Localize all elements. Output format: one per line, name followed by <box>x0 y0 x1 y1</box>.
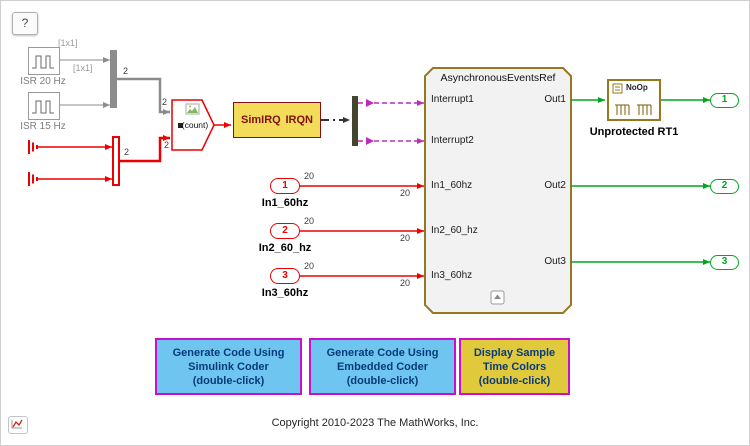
inport-3[interactable]: 3 <box>270 268 300 284</box>
dimension-annotation: 20 <box>304 261 315 271</box>
isr-20hz-block[interactable] <box>28 47 60 75</box>
port-label-out2: Out2 <box>544 180 566 191</box>
inport-2[interactable]: 2 <box>270 223 300 239</box>
outport-2[interactable]: 2 <box>710 179 739 194</box>
ground-block[interactable] <box>28 172 38 186</box>
dimension-annotation: 2 <box>124 147 130 157</box>
image-icon <box>185 103 200 115</box>
button-line: Generate Code Using <box>326 347 439 359</box>
simirq-port-label: IRQN <box>285 114 314 126</box>
rate-transition-icon <box>612 83 652 115</box>
isr-20hz-label: ISR 20 Hz <box>20 76 66 87</box>
port-label-interrupt2: Interrupt2 <box>431 135 474 146</box>
dimension-annotation: [1x1] <box>73 63 93 73</box>
dimension-annotation: 20 <box>400 278 411 288</box>
dimension-annotation: [1x1] <box>58 38 78 48</box>
red-mux-block[interactable] <box>112 136 120 186</box>
simirq-block[interactable]: SimIRQ IRQN <box>233 102 321 138</box>
demux-bar-block[interactable] <box>352 96 358 146</box>
isr-15hz-label: ISR 15 Hz <box>20 121 66 132</box>
gray-signal-wires <box>58 57 170 115</box>
green-signal-wires <box>571 97 710 265</box>
inport-1-label: In1_60hz <box>261 197 309 209</box>
button-line: (double-click) <box>346 375 419 387</box>
noop-label: NoOp <box>626 83 648 92</box>
red-signal-wires <box>38 122 424 279</box>
generate-code-embedded-coder-button[interactable]: Generate Code Using Embedded Coder (doub… <box>309 338 456 395</box>
generate-code-simulink-coder-button[interactable]: Generate Code Using Simulink Coder (doub… <box>155 338 302 395</box>
unprotected-rt1-block[interactable]: NoOp <box>607 79 661 121</box>
pulse-generator-icon <box>32 55 54 69</box>
copyright-text: Copyright 2010-2023 The MathWorks, Inc. <box>271 417 479 429</box>
count-marker-icon <box>178 123 183 128</box>
interrupt-arrow-icon <box>366 99 374 107</box>
display-sample-time-colors-button[interactable]: Display Sample Time Colors (double-click… <box>459 338 570 395</box>
isr-15hz-block[interactable] <box>28 92 60 120</box>
count-label: (count) <box>181 120 209 130</box>
simirq-name: SimIRQ <box>241 114 281 126</box>
inport-2-label: In2_60_hz <box>258 242 312 254</box>
ground-block[interactable] <box>28 140 38 154</box>
outport-1[interactable]: 1 <box>710 93 739 108</box>
dimension-annotation: 20 <box>400 188 411 198</box>
subsystem-title: AsynchronousEventsRef <box>440 72 556 84</box>
pulse-generator-icon <box>32 100 54 114</box>
dimension-annotation: 2 <box>164 140 170 150</box>
dimension-annotation: 20 <box>304 216 315 226</box>
button-line: Generate Code Using <box>172 347 285 359</box>
rt1-label: Unprotected RT1 <box>589 126 679 138</box>
outport-3-number: 3 <box>721 256 728 267</box>
dimension-annotation: 20 <box>400 233 411 243</box>
function-call-generator-block[interactable] <box>171 99 215 151</box>
help-button[interactable]: ? <box>12 12 38 35</box>
outport-2-number: 2 <box>721 180 728 191</box>
button-line: Display Sample <box>473 347 556 359</box>
inport-1-number: 1 <box>282 180 288 191</box>
port-label-in1: In1_60hz <box>431 180 473 191</box>
button-line: Embedded Coder <box>336 361 429 373</box>
asynchronous-events-subsystem-block[interactable] <box>424 67 572 314</box>
mux-block[interactable] <box>110 50 117 108</box>
button-line: Time Colors <box>482 361 547 373</box>
inport-2-number: 2 <box>282 225 288 236</box>
inport-1[interactable]: 1 <box>270 178 300 194</box>
interrupt-arrow-icon <box>366 137 374 145</box>
outport-3[interactable]: 3 <box>710 255 739 270</box>
model-badge-icon <box>490 290 505 305</box>
plot-icon <box>11 419 23 429</box>
port-label-interrupt1: Interrupt1 <box>431 94 474 105</box>
outport-1-number: 1 <box>721 94 728 105</box>
port-label-in3: In3_60hz <box>431 270 473 281</box>
plot-toggle-button[interactable] <box>8 416 28 434</box>
dimension-annotation: 20 <box>304 171 315 181</box>
port-label-out1: Out1 <box>544 94 566 105</box>
inport-3-label: In3_60hz <box>261 287 309 299</box>
dimension-annotation: 2 <box>123 66 129 76</box>
button-line: (double-click) <box>192 375 265 387</box>
port-label-in2: In2_60_hz <box>431 225 478 236</box>
button-line: (double-click) <box>478 375 551 387</box>
inport-3-number: 3 <box>282 270 288 281</box>
button-line: Simulink Coder <box>188 361 269 373</box>
port-label-out3: Out3 <box>544 256 566 267</box>
interrupt-wires <box>358 100 424 144</box>
dimension-annotation: 2 <box>162 97 168 107</box>
